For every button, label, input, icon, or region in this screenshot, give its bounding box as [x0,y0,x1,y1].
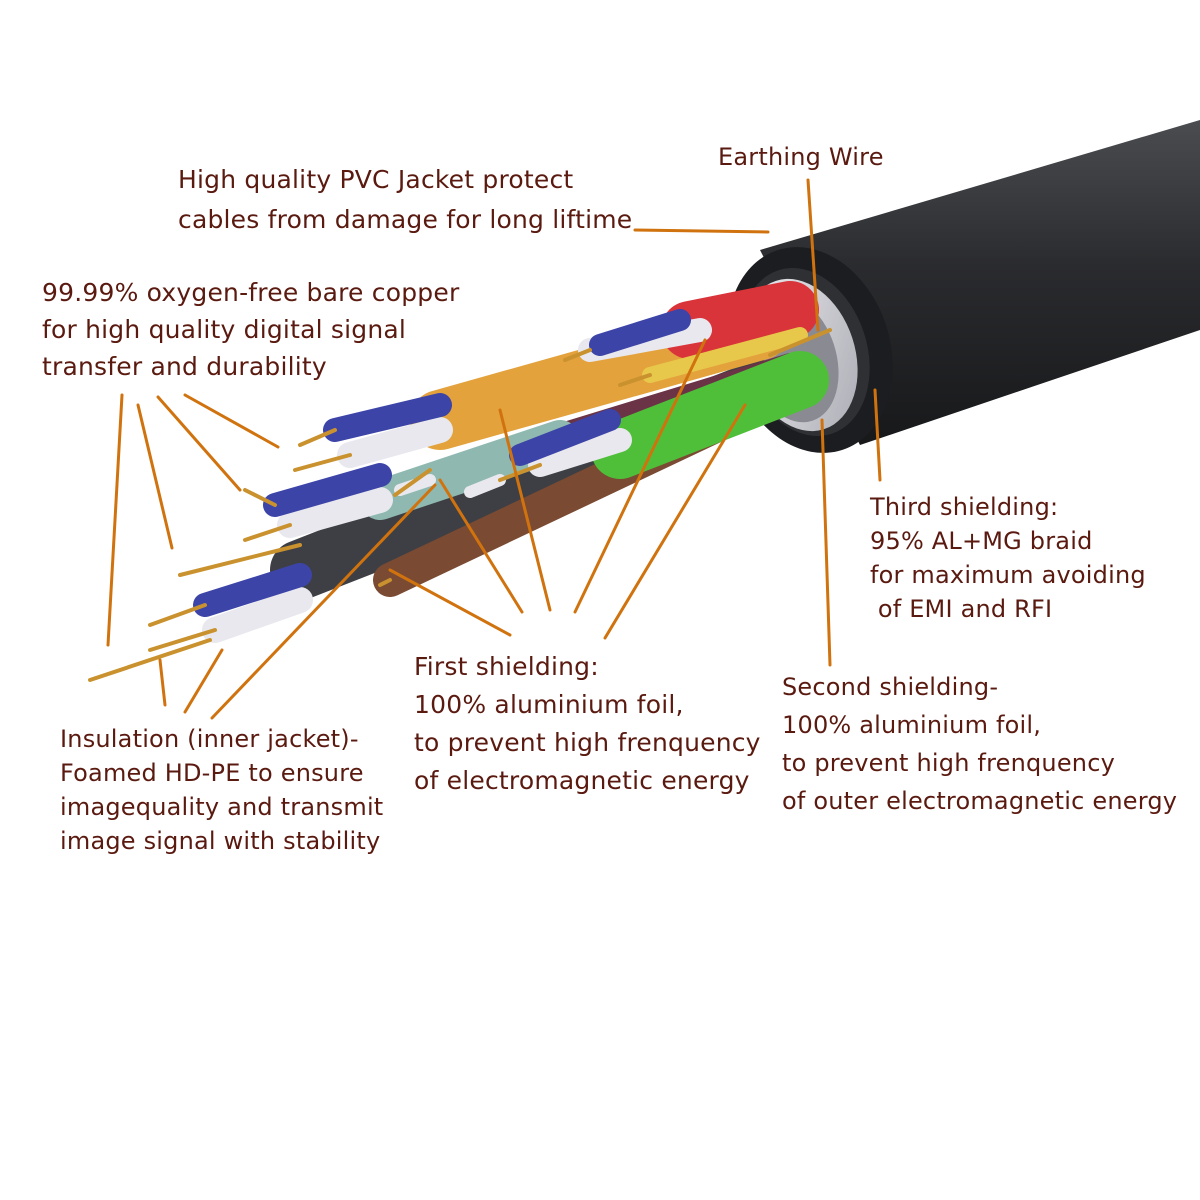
leader-copper-3 [136,403,174,550]
leader-insulation-3 [210,483,437,720]
label-third-shielding: Third shielding: 95% AL+MG braid for max… [870,493,1146,623]
leader-second-shielding [820,418,832,667]
insulated-wires [193,309,712,643]
label-copper: 99.99% oxygen-free bare copper for high … [42,278,460,381]
leader-lines [106,178,882,720]
leader-first-shielding-3 [498,408,552,612]
label-earthing-wire: Earthing Wire [718,143,884,171]
leader-first-shielding-4 [573,338,707,614]
leader-first-shielding-1 [388,568,512,637]
leader-copper-1 [183,393,280,449]
leader-copper-2 [156,395,242,492]
leader-earthing-wire [806,178,820,332]
yellow-wire [642,327,808,383]
label-first-shielding: First shielding: 100% aluminium foil, to… [414,652,761,795]
leader-first-shielding-5 [603,403,747,640]
leader-copper-4 [106,393,124,647]
leader-insulation-1 [158,658,167,707]
label-insulation: Insulation (inner jacket)- Foamed HD-PE … [60,725,384,855]
leader-first-shielding-2 [438,478,524,614]
label-second-shielding: Second shielding- 100% aluminium foil, t… [782,673,1178,815]
label-pvc-jacket: High quality PVC Jacket protect cables f… [178,165,633,234]
leader-third-shielding [873,388,882,482]
copper-conductors [88,328,832,682]
leader-pvc-jacket [633,228,770,234]
green-pair-sheath [591,351,829,479]
leader-insulation-2 [183,648,224,714]
